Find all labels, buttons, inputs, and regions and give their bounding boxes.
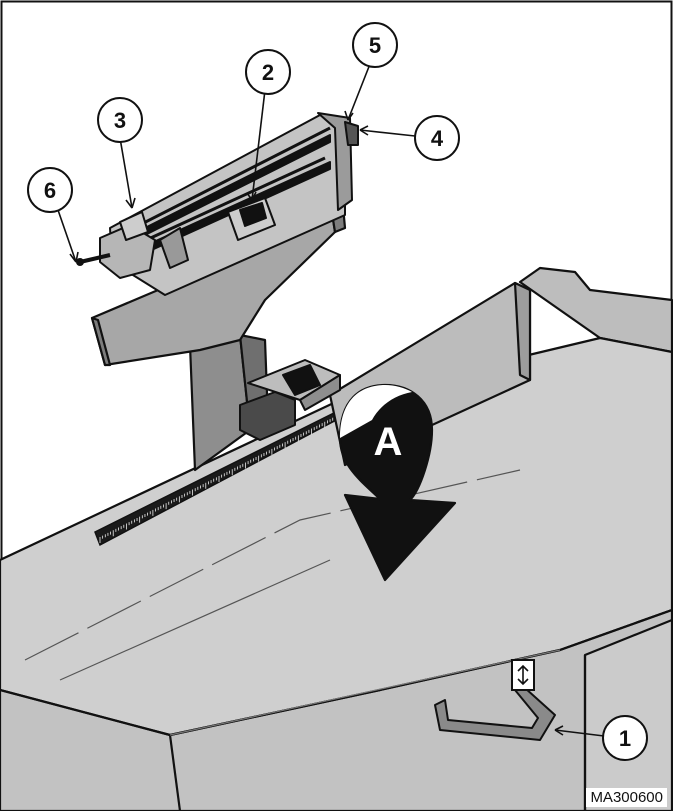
callout-5: 5 [352,22,398,68]
lock-icon [511,659,535,691]
callout-2: 2 [245,49,291,95]
callout-3: 3 [97,97,143,143]
svg-text:2: 2 [262,60,274,85]
figure-id: MA300600 [586,788,667,807]
callout-leaders [57,63,605,737]
base-platform [0,266,673,811]
svg-text:1: 1 [619,726,631,751]
callout-1: 1 [602,715,648,761]
platform-grooves [24,469,561,736]
svg-text:6: 6 [44,178,56,203]
callout-4: 4 [414,115,460,161]
svg-text:3: 3 [114,108,126,133]
ruler-slider[interactable] [239,359,341,441]
arrow-label: A [374,420,403,464]
svg-text:4: 4 [431,126,444,151]
direction-arrow-a: A [338,383,457,582]
callout-6: 6 [27,167,73,213]
svg-text:5: 5 [369,33,381,58]
balance-beam [76,112,359,296]
